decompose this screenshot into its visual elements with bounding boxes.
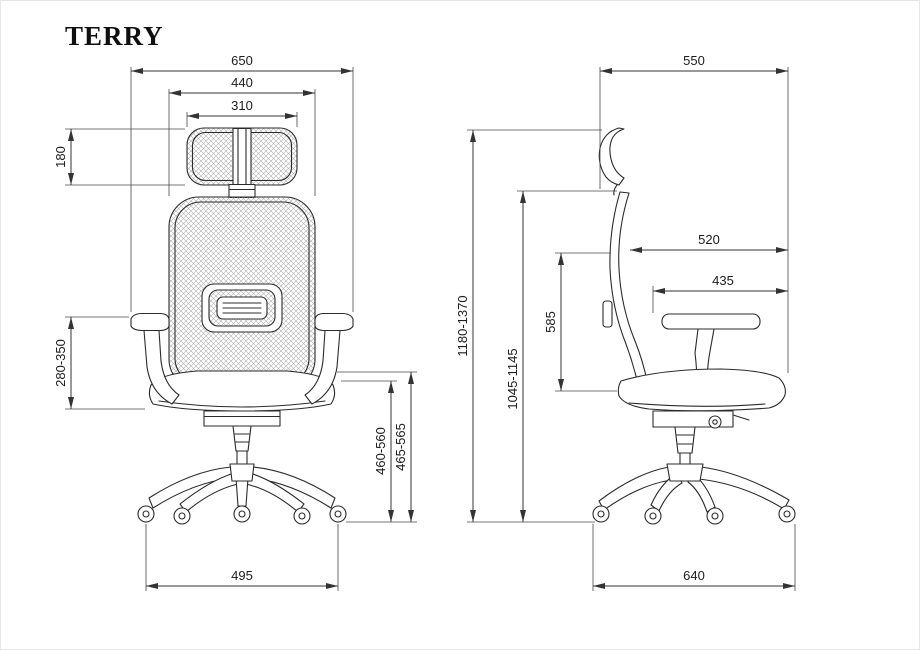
dim-backrest-width: 440: [168, 75, 316, 196]
dim-label-backrest-width: 440: [231, 75, 253, 90]
armrest-left-front: [130, 312, 180, 405]
dim-label-back-to-front: 520: [698, 232, 720, 247]
dim-back-to-front: 520: [630, 232, 788, 253]
chair-side-view-drawing: [592, 127, 796, 525]
seat-mechanism-side: [652, 410, 750, 429]
page-title: TERRY: [65, 21, 164, 51]
base-front: [148, 463, 336, 513]
gas-cylinder-front: [232, 425, 252, 468]
backrest-side: [602, 191, 648, 385]
dim-overall-depth: 550: [599, 53, 789, 373]
dim-label-seat-height-inner: 460-560: [373, 427, 388, 475]
headrest-front: [186, 127, 298, 186]
dim-label-backrest-top-height: 1045-1145: [505, 348, 520, 409]
dim-label-backrest-height: 585: [543, 311, 558, 333]
seat-mechanism-front: [203, 410, 281, 427]
seat-side: [617, 368, 786, 412]
dim-seat-depth: 435: [652, 273, 788, 313]
dim-label-seat-depth: 435: [712, 273, 734, 288]
dim-label-base-depth: 640: [683, 568, 705, 583]
gas-cylinder-side: [674, 426, 696, 469]
casters-front: [137, 505, 347, 525]
armrest-right-front: [304, 312, 354, 405]
seat-front: [148, 370, 336, 412]
dim-label-overall-depth: 550: [683, 53, 705, 68]
dim-seat-height-inner: 460-560: [341, 380, 397, 522]
headrest-bracket-front: [228, 183, 256, 199]
dim-base-depth: 640: [592, 524, 796, 591]
dim-headrest-width: 310: [186, 98, 298, 127]
lumbar-support-front: [201, 283, 283, 333]
dim-armrest-height: 280-350: [53, 316, 145, 410]
chair-front-view-drawing: [130, 127, 354, 525]
front-view-dimensions: 650 440 310 180: [53, 53, 417, 591]
dim-backrest-height: 585: [543, 252, 617, 392]
dim-backrest-top-height: 1045-1145: [505, 190, 617, 522]
armrest-side: [661, 313, 761, 387]
base-side: [598, 463, 790, 513]
dim-label-armrest-height: 280-350: [53, 339, 68, 387]
dim-overall-height: 1180-1370: [455, 129, 602, 523]
dim-label-headrest-width: 310: [231, 98, 253, 113]
side-view-dimensions: 550 520 435 585 1180-1370: [455, 53, 796, 591]
headrest-side: [598, 127, 625, 196]
casters-side: [592, 505, 796, 525]
dim-headrest-height: 180: [53, 128, 185, 186]
dim-label-overall-height: 1180-1370: [455, 295, 470, 356]
dim-overall-width: 650: [130, 53, 354, 312]
dim-label-seat-height-outer: 465-565: [393, 423, 408, 471]
dim-label-overall-width: 650: [231, 53, 253, 68]
dim-label-headrest-height: 180: [53, 146, 68, 168]
dim-label-base-width: 495: [231, 568, 253, 583]
dim-seat-height-outer: 465-565: [337, 371, 417, 523]
dim-base-width: 495: [145, 524, 339, 591]
